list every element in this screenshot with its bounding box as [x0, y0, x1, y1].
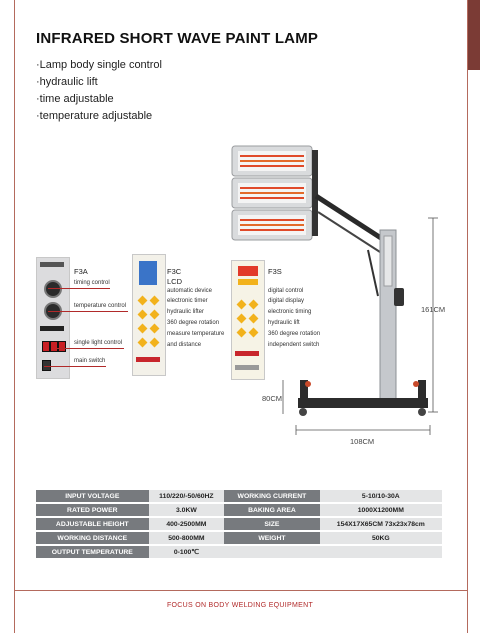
spec-value: 50KG [319, 532, 442, 544]
f3c-feature: 360 degree rotation [167, 320, 220, 326]
lamp-handle [394, 288, 404, 306]
lamp-head-top [231, 145, 313, 177]
lamp-head-bottom [231, 209, 313, 241]
spec-key: RATED POWER [36, 504, 149, 516]
f3a-control-panel-image [36, 257, 70, 379]
panel-brand-strip [40, 262, 64, 267]
feature-item: ·time adjustable [36, 93, 114, 105]
frame-top-bar [468, 0, 480, 70]
spec-value: 154X17X65CM 73x23x78cm [319, 518, 442, 530]
spec-table: INPUT VOLTAGE 110/220/-50/60HZ WORKING C… [36, 488, 442, 560]
f3a-model-name: F3A [74, 267, 88, 276]
callout-line [48, 288, 110, 289]
timing-knob-icon [44, 280, 62, 298]
caster-wheel [418, 408, 426, 416]
spec-value: 400-2500MM [148, 518, 225, 530]
footer-divider [14, 590, 468, 591]
lcd-display-icon [139, 261, 157, 285]
width-dimension-label: 108CM [350, 437, 375, 446]
footer-slogan: FOCUS ON BODY WELDING EQUIPMENT [166, 602, 314, 609]
single-light-switch-icon [42, 341, 50, 352]
f3c-feature: automatic device [167, 288, 213, 294]
f3c-feature: measure temperature [167, 331, 225, 337]
spec-value [319, 546, 442, 558]
spec-key: OUTPUT TEMPERATURE [36, 546, 149, 558]
base-height-dimension-label: 80CM [262, 394, 283, 403]
table-row: INPUT VOLTAGE 110/220/-50/60HZ WORKING C… [36, 490, 442, 502]
callout-line [44, 366, 106, 367]
f3a-label-temperature: temperature control [74, 303, 127, 309]
f3s-feature: independent switch [268, 342, 320, 348]
lamp-arm [314, 193, 386, 243]
panel-logo-strip [40, 326, 64, 331]
f3s-feature: electronic timing [268, 309, 312, 315]
f3s-feature: digital display [268, 298, 305, 304]
table-row: RATED POWER 3.0KW BAKING AREA 1000X1200M… [36, 504, 442, 516]
lamp-arm-strut [317, 211, 381, 253]
lamp-control-box [383, 235, 393, 287]
caster-wheel [305, 381, 311, 387]
table-row: ADJUSTABLE HEIGHT 400-2500MM SIZE 154X17… [36, 518, 442, 530]
spec-value: 5-10/10-30A [319, 490, 442, 502]
caster-wheel [413, 381, 419, 387]
digital-display-icon [238, 266, 258, 276]
f3c-model-name: F3C [167, 267, 182, 276]
spec-key: INPUT VOLTAGE [36, 490, 149, 502]
spec-key: WORKING DISTANCE [36, 532, 149, 544]
feature-list: ·Lamp body single control ·hydraulic lif… [36, 57, 162, 125]
f3a-label-single-light: single light control [74, 340, 123, 346]
height-dimension-label: 161CM [421, 305, 446, 314]
f3c-subtitle: LCD [167, 277, 183, 286]
frame-line-left [14, 0, 15, 633]
lamp-head-middle [231, 177, 313, 209]
f3s-control-panel-image [231, 260, 265, 380]
f3s-feature: hydraulic lift [268, 320, 300, 326]
lamp-base [298, 398, 428, 408]
hydraulic-cylinder [367, 249, 379, 297]
panel-logo-strip [136, 357, 160, 362]
spec-key [224, 546, 320, 558]
spec-value: 110/220/-50/60HZ [148, 490, 225, 502]
f3c-feature: hydraulic lifter [167, 309, 205, 315]
spec-key: SIZE [224, 518, 320, 530]
frame-line-right [467, 0, 468, 633]
callout-line [48, 311, 128, 312]
f3s-feature: 360 degree rotation [268, 331, 321, 337]
spec-value: 3.0KW [148, 504, 225, 516]
feature-item: ·Lamp body single control [36, 59, 162, 71]
lamp-frame-bracket [312, 150, 318, 236]
page-title: INFRARED SHORT WAVE PAINT LAMP [36, 30, 319, 47]
single-light-switch-icon [50, 341, 58, 352]
spec-value: 1000X1200MM [319, 504, 442, 516]
panel-logo-strip [235, 351, 259, 356]
spec-key: BAKING AREA [224, 504, 320, 516]
f3c-control-panel-image [132, 254, 166, 376]
f3a-label-main-switch: main switch [74, 358, 106, 364]
f3c-feature: electronic timer [167, 298, 208, 304]
spec-key: WORKING CURRENT [224, 490, 320, 502]
caster-wheel [299, 408, 307, 416]
f3a-label-timing: timing control [74, 280, 110, 286]
table-row: OUTPUT TEMPERATURE 0-100℃ [36, 546, 442, 558]
panel-base-strip [235, 365, 259, 370]
f3c-feature: and distance [167, 342, 202, 348]
main-switch-icon [42, 360, 51, 371]
feature-item: ·hydraulic lift [36, 76, 98, 88]
lamp-base-post [300, 380, 308, 400]
status-strip-icon [238, 279, 258, 285]
spec-value: 500-800MM [148, 532, 225, 544]
table-row: WORKING DISTANCE 500-800MM WEIGHT 50KG [36, 532, 442, 544]
callout-line [56, 348, 124, 349]
feature-item: ·temperature adjustable [36, 110, 153, 122]
spec-value: 0-100℃ [148, 546, 225, 558]
single-light-switch-icon [58, 341, 66, 352]
spec-key: WEIGHT [224, 532, 320, 544]
lamp-base-post [418, 380, 426, 400]
spec-key: ADJUSTABLE HEIGHT [36, 518, 149, 530]
f3s-model-name: F3S [268, 267, 282, 276]
f3s-feature: digital control [268, 288, 304, 294]
